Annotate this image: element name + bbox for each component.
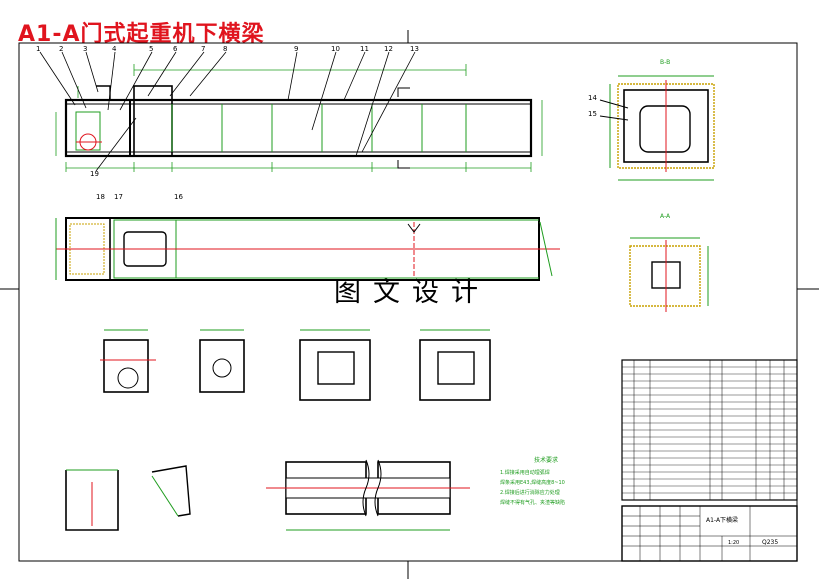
parts-list-rows	[622, 366, 797, 494]
balloon-10: 10	[331, 45, 340, 53]
plate-3-cutout	[317, 351, 355, 385]
front-view	[55, 64, 543, 172]
beam-outline	[64, 98, 533, 158]
detail-plates-row-2	[65, 459, 470, 531]
leader-14	[599, 99, 629, 109]
detail-plates-row-1	[100, 329, 491, 401]
tech-requirements: 技术要求 1.焊接采用自动埋弧焊 焊条采用E43,焊缝高度8~10 2.焊接后进…	[500, 456, 565, 506]
a-a-outline	[629, 245, 701, 307]
gusset-detail	[151, 465, 191, 517]
balloon-14: 14	[588, 94, 597, 102]
leader-lines	[39, 51, 416, 172]
balloon-1: 1	[36, 45, 40, 53]
a-a-label: A-A	[660, 213, 671, 220]
balloon-13: 13	[410, 45, 419, 53]
section-mark-top	[397, 87, 410, 97]
balloon-7: 7	[201, 45, 205, 53]
balloon-5: 5	[149, 45, 153, 53]
top-view	[55, 217, 560, 281]
section-b-b: B-B	[599, 59, 715, 181]
tech-heading: 技术要求	[534, 456, 558, 464]
web-break-left	[362, 459, 370, 517]
end-box	[65, 99, 131, 157]
balloon-17: 17	[114, 193, 123, 201]
parts-list	[621, 359, 798, 501]
leg-connector	[133, 85, 173, 157]
tech-line-2: 焊条采用E43,焊缝高度8~10	[500, 479, 565, 486]
section-a-a: A-A	[629, 213, 709, 312]
section-arrow	[407, 223, 421, 233]
balloon-15: 15	[588, 110, 597, 118]
balloon-11: 11	[360, 45, 369, 53]
plate-2-hole	[212, 358, 232, 378]
title-block-frame	[621, 505, 798, 562]
plate-detail-3	[299, 339, 371, 401]
balloon-3: 3	[83, 45, 87, 53]
end-bracket	[96, 85, 111, 100]
title-block-scale: 1:20	[728, 540, 739, 546]
stiffeners	[171, 104, 467, 152]
title-block: A1-A下横梁 Q235 1:20	[621, 505, 798, 562]
b-b-inner	[639, 105, 691, 153]
tech-line-1: 1.焊接采用自动埋弧焊	[500, 469, 550, 476]
front-dimensions	[55, 64, 543, 172]
balloon-4: 4	[112, 45, 117, 53]
plate-detail-1	[103, 339, 149, 393]
balloon-16: 16	[174, 193, 183, 201]
balloon-8: 8	[223, 45, 227, 53]
break-line	[539, 221, 553, 277]
plate-4-cutout	[437, 351, 475, 385]
balloon-2: 2	[59, 45, 63, 53]
web-break-right	[374, 459, 382, 517]
title-block-name: A1-A下横梁	[706, 516, 738, 524]
balloon-6: 6	[173, 45, 178, 53]
b-b-label: B-B	[660, 59, 670, 66]
balloon-9: 9	[294, 45, 298, 53]
title-block-material: Q235	[762, 539, 778, 546]
end-plate	[75, 111, 101, 151]
plate-detail-4	[419, 339, 491, 401]
title-block-grid	[622, 506, 797, 561]
watermark-text: 图文设计	[334, 277, 490, 308]
balloon-19: 19	[90, 170, 99, 178]
balloon-12: 12	[384, 45, 393, 53]
parts-list-columns	[633, 360, 785, 500]
gusset-dim	[151, 475, 179, 517]
plate-detail-2	[199, 339, 245, 393]
channel-detail	[65, 470, 119, 531]
plate-1-hole	[117, 367, 139, 389]
part-balloons: 1 2 3 4 5 6 7 8 9 10 11 12 13 14 15 16 1…	[36, 45, 597, 201]
tech-line-4: 焊缝不得有气孔、夹渣等缺陷	[500, 499, 565, 506]
tech-line-3: 2.焊接后进行消除应力处理	[500, 489, 560, 496]
balloon-18: 18	[96, 193, 105, 201]
section-mark-bottom	[397, 160, 410, 169]
leader-15	[599, 115, 629, 121]
